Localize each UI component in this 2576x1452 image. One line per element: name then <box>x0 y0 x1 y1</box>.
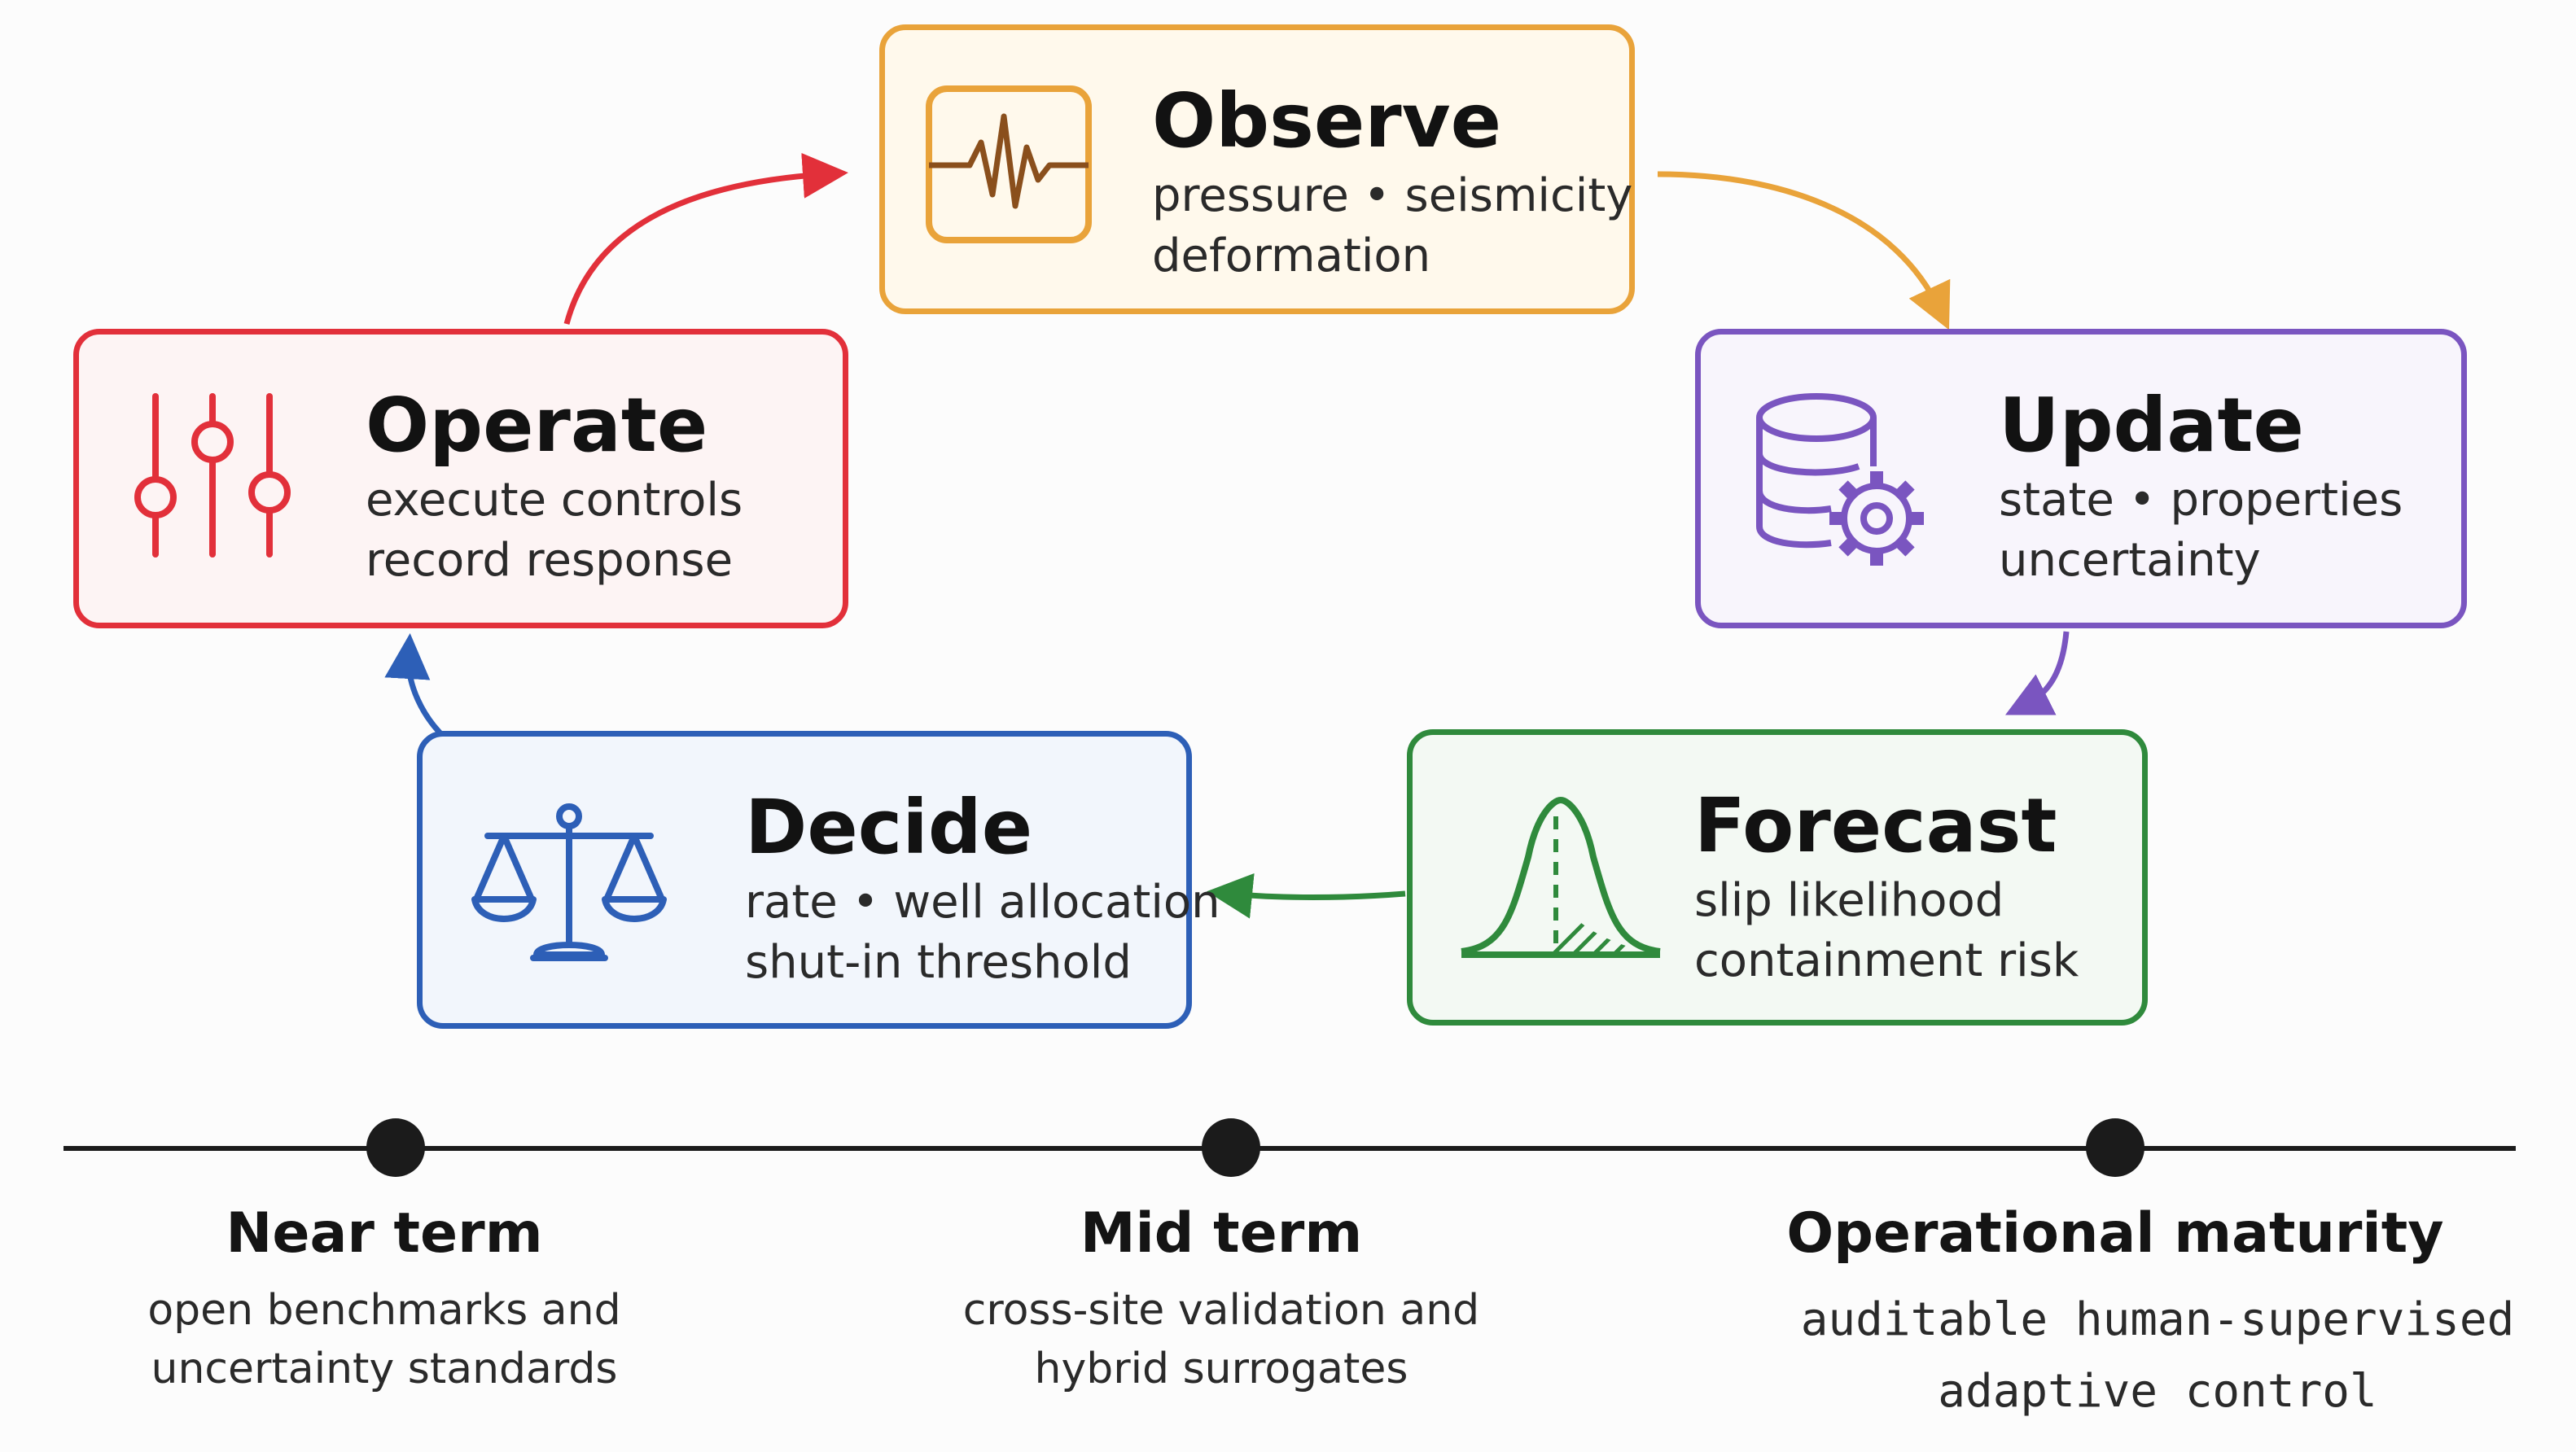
stage-line-observe-1: pressure • seismicity <box>1152 169 1633 222</box>
control-sliders-icon <box>131 388 294 571</box>
stage-line-decide-2: shut-in threshold <box>745 936 1132 989</box>
timeline-node-operational <box>2086 1118 2144 1177</box>
timeline-desc-near-1: open benchmarks and <box>147 1286 621 1335</box>
arrow-update-to-forecast <box>2004 631 2070 715</box>
balance-scale-icon <box>471 798 667 973</box>
arrow-operate-to-observe <box>563 152 848 325</box>
stage-line-forecast-2: containment risk <box>1694 934 2079 987</box>
timeline-desc-operational-2: adaptive control <box>1938 1365 2377 1418</box>
timeline-heading-near: Near term <box>226 1201 543 1266</box>
stage-line-update-2: uncertainty <box>1999 534 2261 587</box>
stage-title-update: Update <box>1999 382 2304 469</box>
distribution-curve-icon <box>1455 792 1667 966</box>
stage-line-forecast-1: slip likelihood <box>1694 874 2004 927</box>
stage-card-operate: Operate execute controls record response <box>73 329 848 628</box>
stage-line-observe-2: deformation <box>1152 230 1431 282</box>
timeline-node-mid <box>1202 1118 1260 1177</box>
timeline-heading-operational: Operational maturity <box>1786 1201 2444 1266</box>
timeline-desc-near-2: uncertainty standards <box>151 1345 618 1393</box>
database-gear-icon <box>1753 388 1932 575</box>
timeline-desc-mid-2: hybrid surrogates <box>1034 1345 1408 1393</box>
stage-line-update-1: state • properties <box>1999 474 2403 527</box>
waveform-icon <box>924 84 1093 250</box>
stage-card-update: Update state • properties uncertainty <box>1695 329 2467 628</box>
stage-card-decide: Decide rate • well allocation shut-in th… <box>417 731 1220 1029</box>
timeline-node-near <box>366 1118 425 1177</box>
stage-line-operate-1: execute controls <box>366 474 743 527</box>
stage-line-decide-1: rate • well allocation <box>745 876 1220 929</box>
stage-title-operate: Operate <box>366 382 708 469</box>
arrow-observe-to-update <box>1657 171 1951 330</box>
stage-title-decide: Decide <box>745 784 1033 871</box>
stage-title-forecast: Forecast <box>1694 782 2057 869</box>
timeline-desc-operational-1: auditable human-supervised <box>1800 1293 2515 1346</box>
arrow-decide-to-operate <box>384 633 449 741</box>
stage-title-observe: Observe <box>1152 77 1501 164</box>
arrow-forecast-to-decide <box>1207 873 1406 919</box>
stage-card-observe: Observe pressure • seismicity deformatio… <box>879 24 1635 314</box>
timeline-heading-mid: Mid term <box>1080 1201 1363 1266</box>
timeline-desc-mid-1: cross-site validation and <box>962 1286 1480 1335</box>
stage-card-forecast: Forecast slip likelihood containment ris… <box>1407 729 2148 1026</box>
stage-line-operate-2: record response <box>366 534 734 587</box>
